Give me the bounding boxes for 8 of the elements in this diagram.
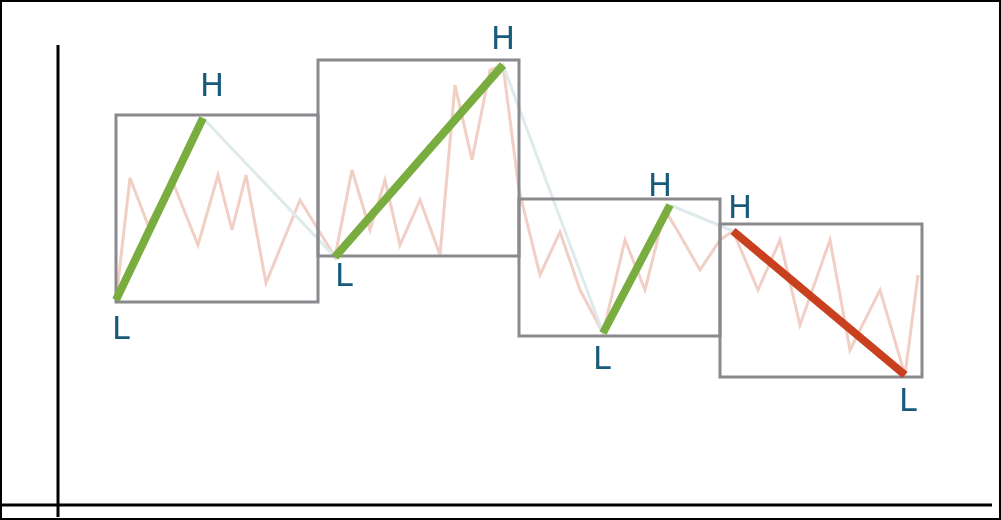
swing-label: L [899, 383, 917, 417]
swing-label: H [490, 21, 516, 55]
swing-label: L [593, 341, 611, 375]
swing-label: H [647, 168, 673, 202]
swing-label: L [112, 311, 130, 345]
swing-label: H [727, 190, 753, 224]
swing-label: L [335, 258, 353, 292]
swing-label: H [199, 68, 225, 102]
